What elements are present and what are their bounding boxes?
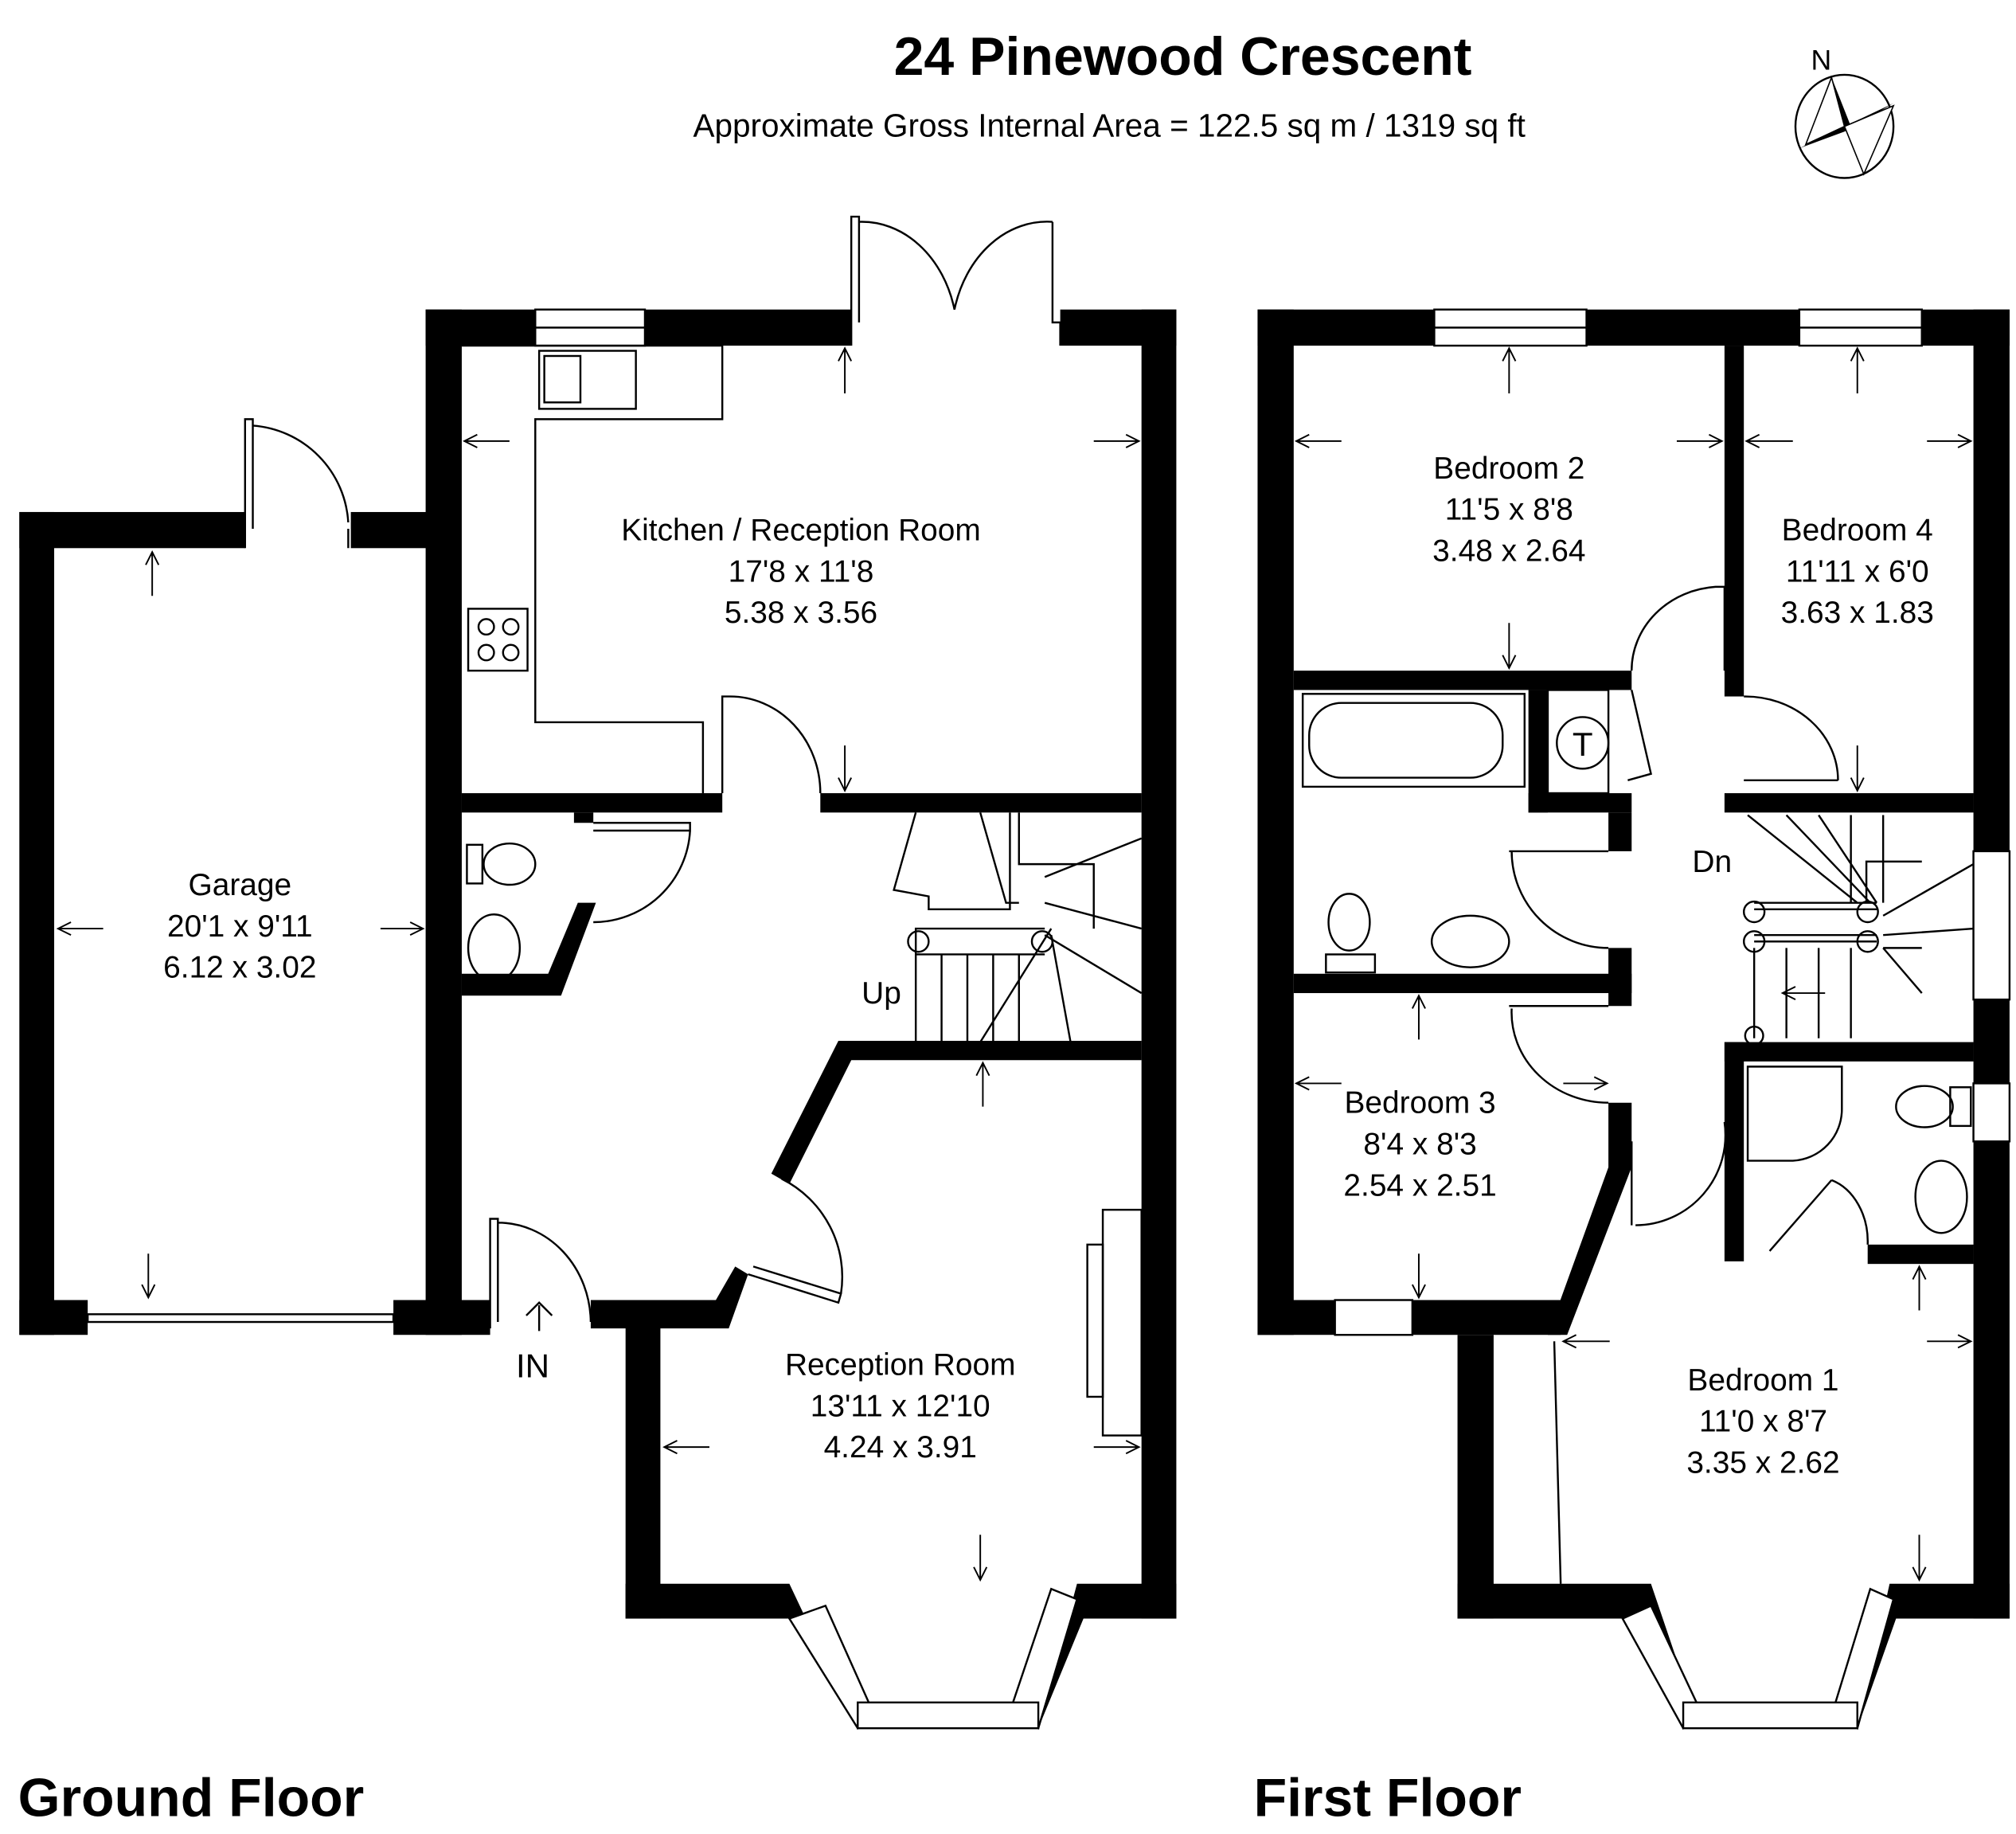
wc-door (593, 822, 691, 924)
fireplace (1101, 1208, 1143, 1437)
toilet-icon (1327, 893, 1371, 952)
room-bedroom-1: Bedroom 1 11'0 x 8'7 3.35 x 2.62 (1686, 1363, 1839, 1480)
room-size-metric: 3.35 x 2.62 (1686, 1446, 1839, 1480)
basin-icon (1914, 1159, 1968, 1234)
bedroom4-door (1744, 695, 1839, 782)
kitchen-worktop (461, 344, 724, 794)
reception-door (748, 1178, 844, 1304)
room-size-imperial: 11'0 x 8'7 (1699, 1405, 1827, 1439)
toilet-icon (1895, 1085, 1954, 1128)
room-kitchen-reception: Kitchen / Reception Room 17'8 x 11'8 5.3… (621, 514, 980, 631)
stairs-down-label: Dn (1692, 845, 1732, 879)
stairs-up-label: Up (861, 976, 901, 1011)
sink-icon (537, 350, 637, 410)
room-size-imperial: 11'11 x 6'0 (1786, 554, 1929, 589)
basin-icon (1430, 914, 1510, 968)
room-size-imperial: 13'11 x 12'10 (811, 1389, 990, 1423)
room-size-imperial: 8'4 x 8'3 (1363, 1128, 1476, 1162)
room-size-metric: 3.63 x 1.83 (1781, 596, 1934, 630)
room-name: Kitchen / Reception Room (621, 514, 980, 548)
property-title: 24 Pinewood Crescent (894, 26, 1472, 87)
dimension-arrows (1294, 346, 1973, 1582)
staircase-down: Dn (1692, 814, 1975, 1046)
kitchen-door (721, 695, 822, 794)
basin-icon (467, 913, 522, 983)
room-size-imperial: 11'5 x 8'8 (1445, 493, 1573, 527)
hob-icon (467, 608, 529, 672)
room-name: Reception Room (785, 1347, 1015, 1382)
compass-icon: N (1794, 44, 1895, 179)
room-name: Bedroom 1 (1687, 1363, 1838, 1398)
room-name: Bedroom 2 (1433, 452, 1584, 486)
toilet-icon (483, 842, 537, 886)
garage-door (86, 1313, 395, 1324)
cupboard-label: T (1573, 725, 1593, 763)
entrance-label: IN (516, 1347, 549, 1385)
room-bedroom-3: Bedroom 3 8'4 x 8'3 2.54 x 2.51 (1343, 1086, 1496, 1203)
bathroom-door (1509, 850, 1609, 949)
ground-floor-plan: Up IN (18, 215, 1177, 1828)
ensuite-door (1631, 1121, 1727, 1226)
staircase-up: Up (861, 811, 1143, 1043)
cylinder-cupboard (1556, 716, 1610, 770)
bedroom2-door (1631, 585, 1726, 671)
room-size-metric: 3.48 x 2.64 (1432, 534, 1585, 569)
room-size-metric: 5.38 x 3.56 (725, 596, 877, 630)
dimension-arrows (56, 346, 1141, 1582)
bath-icon (1301, 693, 1526, 788)
room-size-imperial: 20'1 x 9'11 (167, 909, 313, 944)
bedroom3-door (1509, 1005, 1609, 1104)
french-doors (850, 215, 1061, 346)
room-size-metric: 4.24 x 3.91 (824, 1430, 977, 1464)
bedroom1-door (1768, 1179, 1869, 1252)
room-size-metric: 2.54 x 2.51 (1343, 1168, 1496, 1202)
room-size-metric: 6.12 x 3.02 (163, 951, 316, 985)
ground-floor-label: Ground Floor (18, 1767, 365, 1828)
shower-icon (1746, 1066, 1843, 1162)
area-summary: Approximate Gross Internal Area = 122.5 … (693, 108, 1525, 144)
compass-north-label: N (1811, 44, 1832, 76)
garage-side-door (244, 418, 350, 549)
first-floor-label: First Floor (1254, 1767, 1522, 1828)
room-name: Bedroom 4 (1782, 514, 1933, 548)
first-floor-plan: T Dn (1254, 308, 2011, 1828)
room-garage: Garage 20'1 x 9'11 6.12 x 3.02 (163, 868, 316, 985)
room-bedroom-4: Bedroom 4 11'11 x 6'0 3.63 x 1.83 (1781, 514, 1934, 631)
room-bedroom-2: Bedroom 2 11'5 x 8'8 3.48 x 2.64 (1432, 452, 1585, 569)
room-size-imperial: 17'8 x 11'8 (729, 554, 874, 589)
front-door[interactable] (489, 1218, 592, 1329)
entrance-arrow-icon (525, 1301, 553, 1332)
cupboard-door (1627, 690, 1652, 781)
room-name: Garage (188, 868, 291, 902)
room-reception: Reception Room 13'11 x 12'10 4.24 x 3.91 (785, 1347, 1015, 1464)
room-name: Bedroom 3 (1345, 1086, 1496, 1120)
